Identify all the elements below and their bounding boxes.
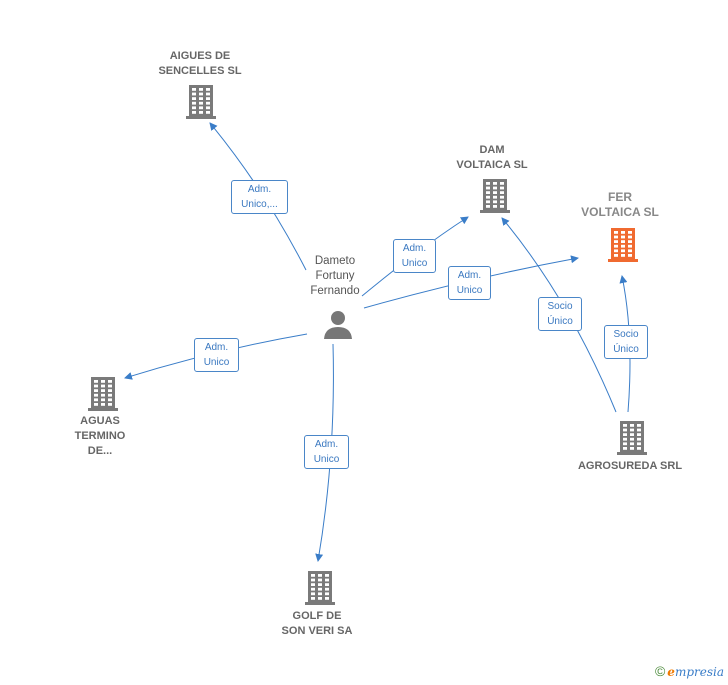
node-label-person[interactable]: Dameto Fortuny Fernando: [310, 255, 360, 297]
edge-label-agrosureda-dam: Socio Único: [538, 297, 582, 331]
edge-label-agrosureda-fer: Socio Único: [604, 325, 648, 359]
copyright-symbol: ©: [654, 663, 666, 679]
node-label-aigues[interactable]: AIGUES DE SENCELLES SL: [158, 50, 242, 77]
brand-logo: empresia: [667, 665, 724, 679]
edge-label-to-aigues: Adm. Unico,...: [231, 180, 288, 214]
node-label-golf[interactable]: GOLF DE SON VERI SA: [281, 610, 353, 637]
building-icon-aguas[interactable]: [86, 376, 120, 417]
building-glyph: [305, 571, 335, 605]
edge-label-to-aguas: Adm. Unico: [194, 338, 239, 372]
building-icon-golf[interactable]: [303, 570, 337, 611]
person-icon[interactable]: [322, 310, 354, 340]
edge-label-to-golf: Adm. Unico: [304, 435, 349, 469]
brand-credit[interactable]: ©empresia: [655, 663, 724, 679]
edge-label-to-dam: Adm. Unico: [393, 239, 436, 273]
node-label-agrosureda[interactable]: AGROSUREDA SRL: [577, 460, 683, 472]
node-label-dam[interactable]: DAM VOLTAICA SL: [456, 144, 528, 171]
building-glyph: [608, 228, 638, 262]
building-glyph: [480, 179, 510, 213]
building-glyph: [617, 421, 647, 455]
building-icon-aigues[interactable]: [184, 84, 218, 125]
building-glyph: [88, 377, 118, 411]
building-icon-fer[interactable]: [606, 227, 640, 268]
node-label-aguas[interactable]: AGUAS TERMINO DE...: [74, 415, 126, 457]
building-icon-dam[interactable]: [478, 178, 512, 219]
edge-label-to-fer: Adm. Unico: [448, 266, 491, 300]
building-icon-agrosureda[interactable]: [615, 420, 649, 461]
node-label-fer[interactable]: FER VOLTAICA SL: [581, 190, 659, 219]
building-glyph: [186, 85, 216, 119]
